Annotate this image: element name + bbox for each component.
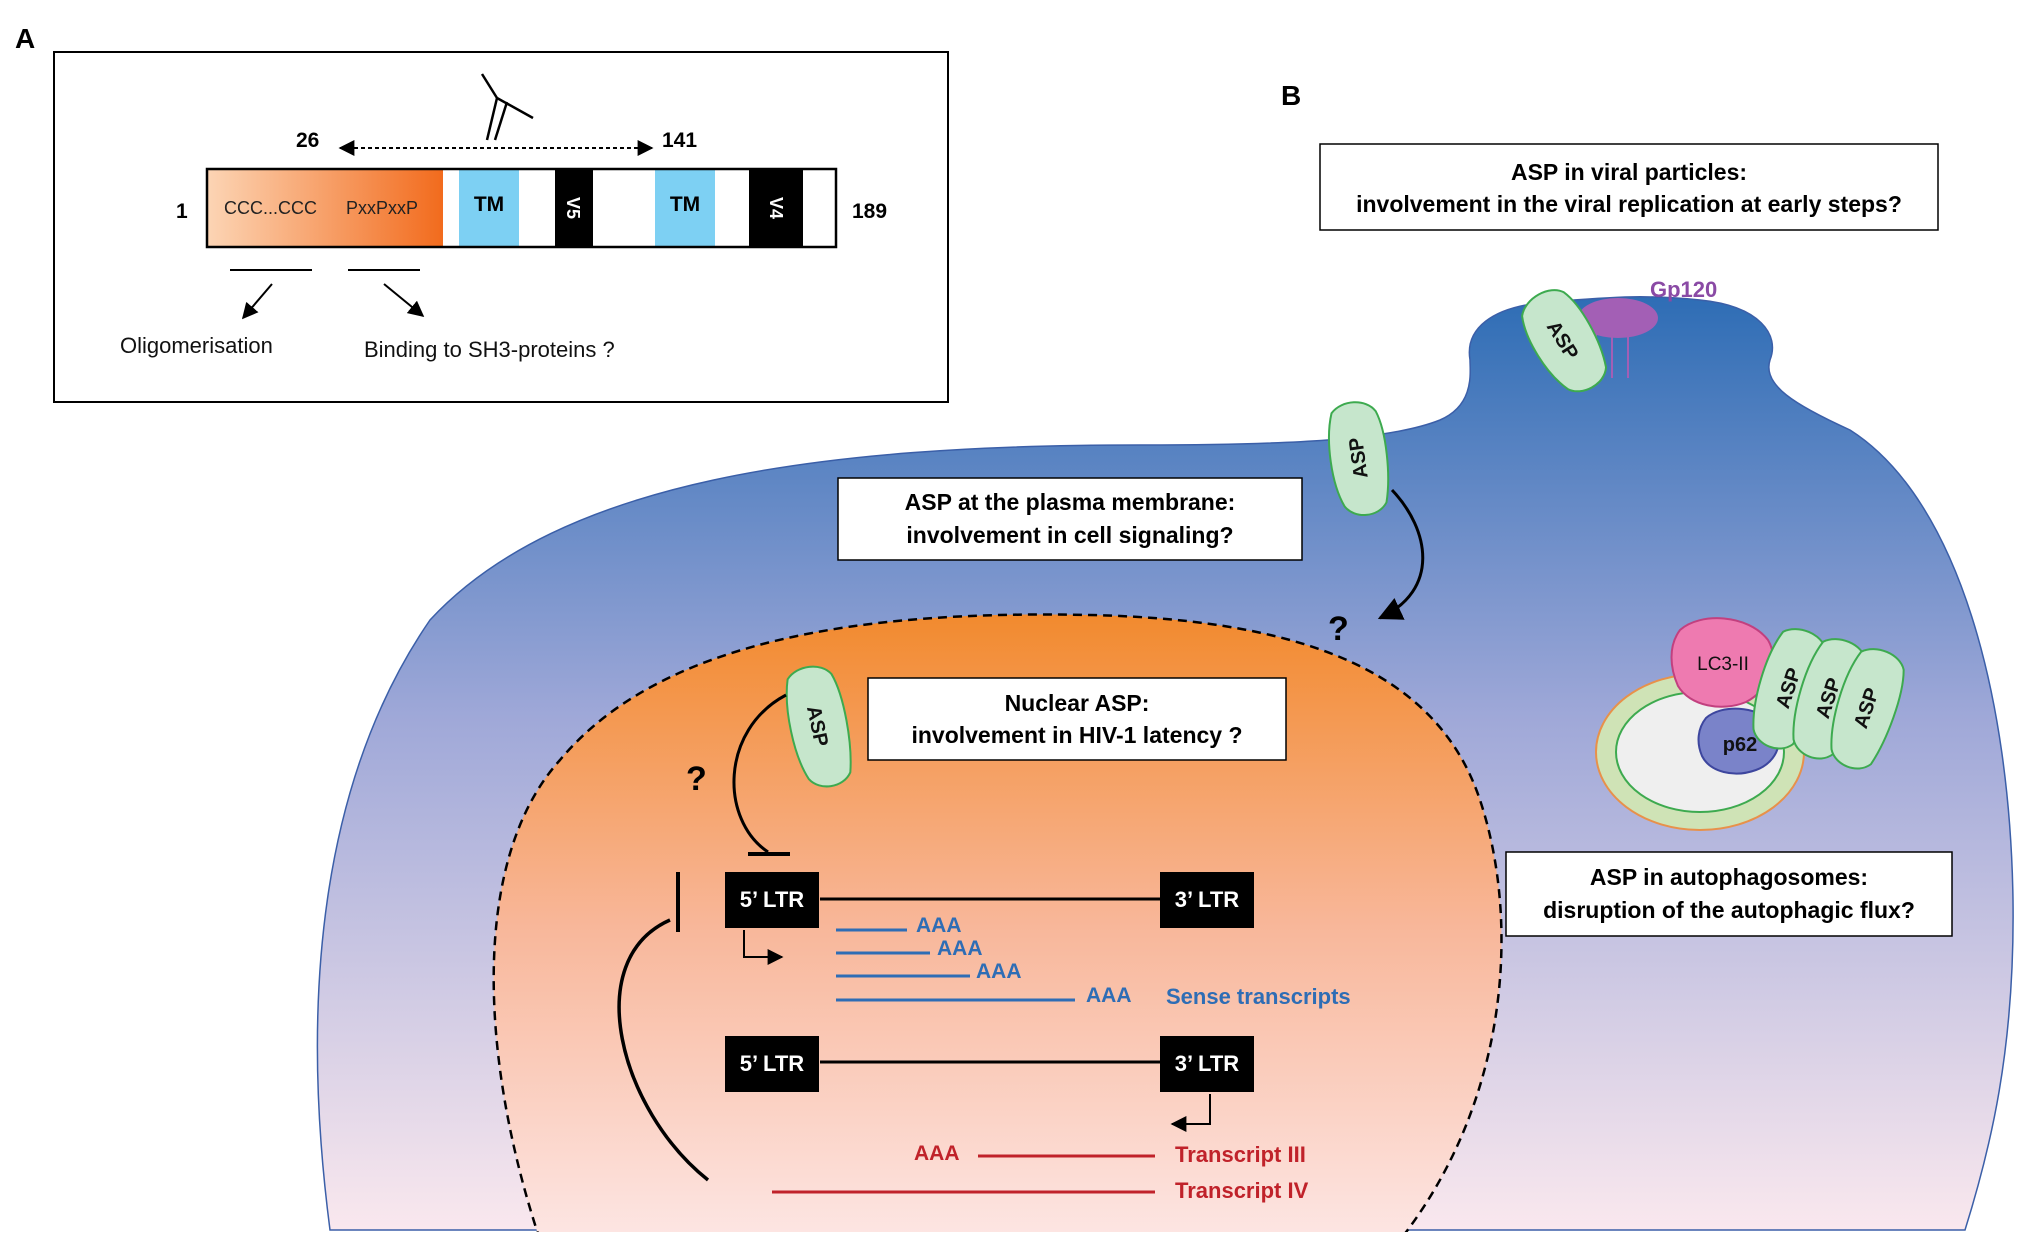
tm-1-label: TM [474, 193, 504, 216]
nuclear-asp-box [867, 677, 1287, 761]
autophago-box-line1: ASP in autophagosomes: [1590, 864, 1868, 890]
transcript-iii-label: Transcript III [1175, 1142, 1306, 1167]
sense-transcripts-label: Sense transcripts [1166, 984, 1351, 1009]
antisense-polya: AAA [914, 1142, 960, 1165]
autophago-box-line2: disruption of the autophagic flux? [1543, 897, 1915, 923]
ltr-3-prime-1 [1160, 872, 1254, 928]
autophagosome-box [1505, 851, 1953, 937]
tm-domain-2 [655, 169, 715, 247]
ltr-3-prime-2 [1160, 1036, 1254, 1092]
ltr-5-prime-2-label: 5’ LTR [740, 1051, 804, 1076]
oligomerisation-label: Oligomerisation [120, 333, 273, 358]
ltr-5-prime-1 [725, 872, 819, 928]
gp120-label: Gp120 [1650, 277, 1717, 302]
asp-viral-particle: ASP [1521, 289, 1608, 393]
transcript-iv-label: Transcript IV [1175, 1178, 1309, 1203]
nuclear-question-mark: ? [686, 760, 707, 798]
membrane-question-mark: ? [1328, 610, 1349, 648]
antisense-feedback-arc [617, 918, 710, 1182]
polya-3: AAA [976, 960, 1022, 983]
tm-2-label: TM [670, 193, 700, 216]
pos-start-label: 1 [176, 200, 188, 223]
polya-1: AAA [916, 914, 962, 937]
nuclear-box-line2: involvement in HIV-1 latency ? [911, 722, 1242, 748]
ltr-3-prime-2-label: 3’ LTR [1175, 1051, 1239, 1076]
pos-end-label: 189 [852, 200, 887, 223]
range-end-label: 141 [662, 129, 697, 152]
v4-label: V4 [766, 197, 786, 219]
cysteine-motif-label: CCC...CCC [224, 198, 317, 218]
ltr-3-prime-1-label: 3’ LTR [1175, 887, 1239, 912]
glycosylation-icon [480, 73, 534, 141]
viral-particles-box [1319, 143, 1939, 231]
internalisation-arrow [1377, 488, 1425, 620]
panel-b-label: B [1281, 80, 1301, 111]
polya-2: AAA [937, 937, 983, 960]
membrane-box-line1: ASP at the plasma membrane: [905, 489, 1236, 515]
v4-domain [749, 169, 803, 247]
range-start-label: 26 [296, 129, 319, 152]
lc3-ii-protein [1670, 617, 1775, 708]
sense-promoter-arrow [743, 930, 784, 965]
oligo-arrow [241, 283, 273, 320]
ltr-5-prime-2 [725, 1036, 819, 1092]
membrane-box-line2: involvement in cell signaling? [906, 522, 1233, 548]
asp-autophago-3: ASP [1830, 648, 1905, 770]
panel-a-label: A [15, 23, 35, 54]
p62-label: p62 [1723, 734, 1757, 756]
asp-plasma-membrane: ASP [1328, 401, 1390, 516]
viral-box-line1: ASP in viral particles: [1511, 159, 1747, 185]
nuclear-inhibition-arc [732, 693, 787, 854]
v5-label: V5 [563, 197, 583, 219]
protein-sequence-bar [205, 167, 838, 249]
viral-box-line2: involvement in the viral replication at … [1356, 191, 1902, 217]
lc3-ii-label: LC3-II [1697, 654, 1749, 675]
nuclear-box-line1: Nuclear ASP: [1005, 690, 1150, 716]
sense-transcripts [836, 928, 1075, 1002]
polya-4: AAA [1086, 984, 1132, 1007]
plasma-membrane-box [837, 477, 1303, 561]
v5-domain [555, 169, 593, 247]
tm-domain-1 [459, 169, 519, 247]
sh3-arrow [383, 283, 425, 318]
antisense-promoter-arrow [1170, 1094, 1211, 1132]
ltr-5-prime-1-label: 5’ LTR [740, 887, 804, 912]
asp-nuclear: ASP [785, 665, 852, 788]
proline-motif-label: PxxPxxP [346, 198, 418, 218]
sh3-binding-label: Binding to SH3-proteins ? [364, 337, 615, 362]
